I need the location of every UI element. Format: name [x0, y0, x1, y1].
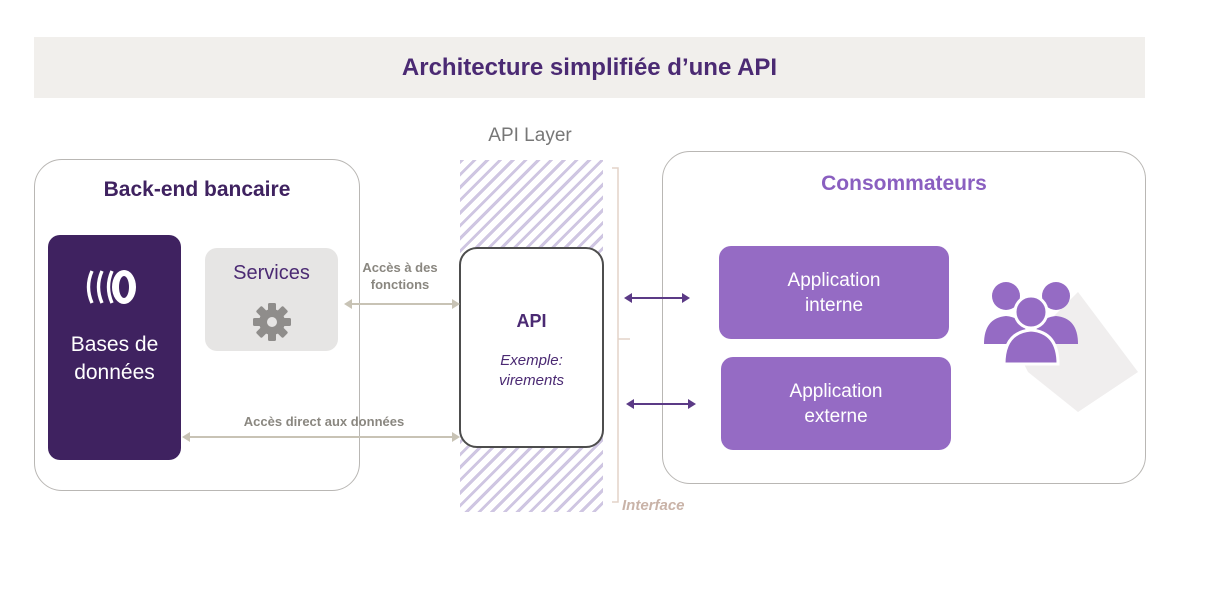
interface-bracket	[612, 167, 630, 503]
database-icon	[86, 270, 136, 304]
functions-access-arrow	[344, 299, 460, 309]
database-label: Bases de données	[70, 333, 159, 384]
external-app-block: Application externe	[721, 357, 951, 450]
api-box: API Exemple: virements	[459, 247, 604, 448]
services-block: Services	[205, 248, 338, 351]
services-label: Services	[233, 262, 310, 284]
gear-icon	[253, 303, 291, 341]
backend-title: Back-end bancaire	[103, 178, 291, 201]
internal-app-label: Application interne	[787, 269, 881, 316]
api-layer-label: API Layer	[488, 125, 572, 146]
direct-data-access-label: Accès direct aux données	[243, 414, 405, 429]
external-app-label: Application externe	[789, 380, 883, 427]
api-title: API	[516, 311, 547, 331]
api-example-text: Exemple: virements	[498, 352, 565, 389]
external-app-arrow	[626, 399, 696, 409]
api-example: Exemple: virements	[461, 351, 602, 391]
internal-app-block: Application interne	[719, 246, 949, 339]
direct-data-access-arrow	[182, 432, 460, 442]
diagram-title: Architecture simplifiée d’une API	[401, 53, 778, 81]
title-bar: Architecture simplifiée d’une API	[34, 37, 1145, 98]
users-icon	[984, 282, 1138, 412]
interface-label: Interface	[622, 497, 685, 514]
database-block: Bases de données	[48, 235, 181, 460]
functions-access-label: Accès à des fonctions	[350, 259, 450, 293]
consumers-title: Consommateurs	[821, 172, 987, 195]
internal-app-arrow	[624, 293, 690, 303]
functions-access-text: Accès à des fonctions	[362, 260, 438, 292]
